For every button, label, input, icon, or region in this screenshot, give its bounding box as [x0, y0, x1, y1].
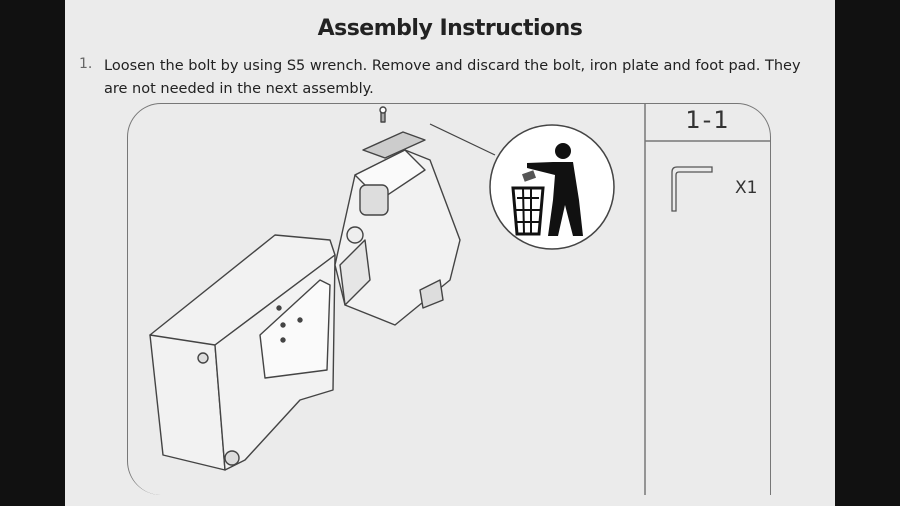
instruction-page: Assembly Instructions 1. Loosen the bolt…	[65, 0, 835, 506]
diagram-frame	[127, 103, 771, 495]
page-title: Assembly Instructions	[317, 16, 583, 41]
assembly-illustration	[149, 103, 771, 495]
machine-drawing	[149, 106, 461, 471]
step-text: Loosen the bolt by using S5 wrench. Remo…	[104, 58, 801, 97]
wrench-quantity: X1	[735, 178, 758, 198]
discard-trash-icon	[489, 124, 615, 250]
step-number: 1.	[79, 56, 93, 72]
parts-panel-label: 1-1	[685, 106, 731, 134]
allen-wrench-icon	[671, 166, 713, 212]
